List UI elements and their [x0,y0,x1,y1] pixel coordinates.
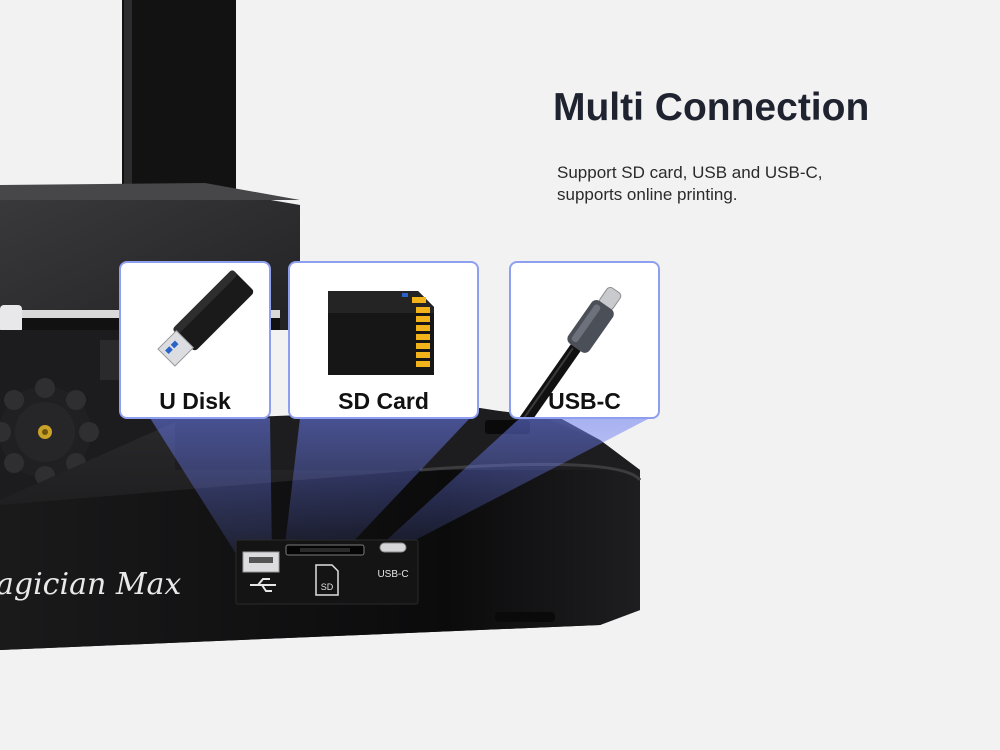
feature-card-usbc: USB-C [509,261,660,419]
feature-card-sd: SD Card [288,261,479,419]
usb-c-port-label: USB-C [377,569,408,580]
feature-label-sd: SD Card [338,388,429,414]
feature-description: Support SD card, USB and USB-C, supports… [557,162,887,206]
printer-brand-text: agician Max [0,567,181,602]
usb-flash-drive-icon [157,270,254,367]
beam-usbc [378,418,650,548]
usb-symbol-icon [250,578,276,592]
description-line-1: Support SD card, USB and USB-C, [557,163,823,182]
beam-udisk [150,418,272,560]
sd-card-icon [328,291,434,375]
usb-c-cable-icon [511,286,622,417]
page-title: Multi Connection [553,86,870,129]
sd-symbol-icon: SD [315,564,339,596]
svg-text:SD: SD [321,582,334,592]
feature-label-usbc: USB-C [548,388,621,414]
beam-sd [285,418,470,545]
description-line-2: supports online printing. [557,185,738,204]
usb-c-port [379,542,407,553]
feature-label-udisk: U Disk [159,388,231,414]
feature-card-udisk: U Disk [119,261,271,419]
port-panel [235,539,419,605]
